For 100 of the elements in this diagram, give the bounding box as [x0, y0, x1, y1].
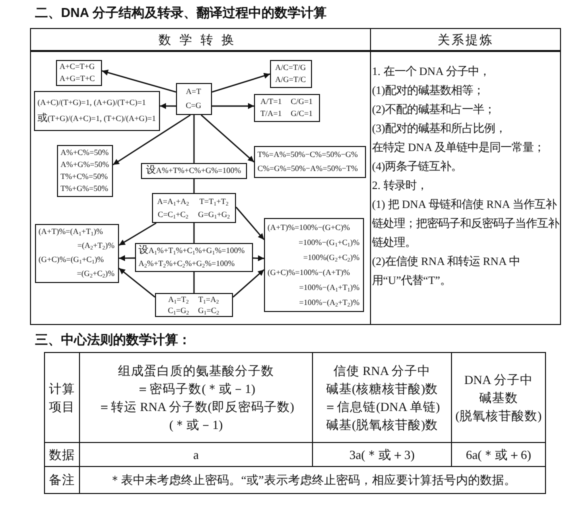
formula-box [152, 192, 236, 222]
formula-text: A+G=T+C [60, 72, 95, 84]
note-text: 1. 在一个 DNA 分子中， [372, 64, 490, 80]
note-text: (2)在信使 RNA 和转运 RNA 中用“U”代替“T”。 [372, 254, 521, 289]
formula-box [264, 218, 364, 312]
formula-text: A=A$_{1}$+A$_{2}$ [157, 196, 189, 208]
formula-box [56, 60, 102, 86]
arrow [252, 255, 264, 262]
cell-text: (脱氧核苷酸数) [455, 408, 542, 424]
formula-text: =(G$_{2}$+C$_{2}$)% [76, 268, 114, 281]
note-text: (2)不配的碱基和占一半； [372, 102, 496, 118]
cell-text: 6a(＊或＋6) [466, 446, 532, 464]
cell-text: ＝信息链(DNA 单链) [324, 398, 440, 416]
formula-text: (G+C)%=(G$_{1}$+C$_{1}$)% [38, 254, 104, 267]
arrow [118, 268, 156, 298]
arrow [102, 70, 176, 93]
formula-text: C=G [186, 100, 202, 112]
cell-text: 备注 [49, 472, 75, 489]
cell-text: 计算项目 [48, 380, 76, 416]
formula-text: T$_{1}$=A$_{2}$ [198, 294, 219, 304]
cell-text: 碱基(脱氧核苷酸)数 [326, 416, 438, 434]
formula-text: T=T$_{1}$+T$_{2}$ [199, 196, 229, 208]
formula-text: A$_{1}$=T$_{2}$ [168, 294, 189, 304]
cell-text: 数据 [49, 446, 75, 464]
formula-text: (A+C)/(T+G)=1, (A+G)/(T+C)=1 [38, 96, 146, 109]
formula-text: =100%−(A$_{2}$+T$_{2}$)% [299, 296, 360, 310]
formula-text: T/A=1 [260, 108, 282, 120]
cell-text: 碱基数 [479, 390, 518, 406]
column-header: 数学转换 [158, 32, 242, 48]
formula-text: (A+T)%=(A$_{1}$+T$_{1}$)% [38, 226, 103, 239]
formula-box [254, 94, 320, 122]
formula-text: C%=G%=50%−A%=50%−T% [258, 162, 358, 174]
connector-line [193, 223, 195, 243]
column-panel [30, 28, 371, 325]
formula-box [154, 292, 232, 316]
formula-text: (G+C)%=100%−(A+T)% [268, 266, 350, 279]
arrow [212, 72, 270, 93]
formula-box [176, 82, 212, 114]
arrow [112, 114, 191, 166]
formula-text: T%=A%=50%−C%=50%−G% [258, 148, 358, 160]
formula-text: 设A$_{1}$%+T$_{1}$%+C$_{1}$%+G$_{1}$%=100% [138, 244, 245, 257]
arrow [118, 222, 157, 246]
formula-text: T%+G%=50% [60, 182, 108, 194]
formula-text: A+C=T+G [60, 60, 95, 72]
formula-text: A/C=T/G [275, 62, 306, 74]
section-heading: 三、中心法则的数学计算： [35, 331, 191, 349]
formula-text: =100%(G$_{2}$+C$_{2}$)% [303, 252, 360, 264]
connector-line [193, 115, 195, 163]
note-text: 在特定 DNA 及单链中是同一常量； [372, 140, 544, 156]
formula-text: A/G=T/C [275, 74, 306, 86]
connector-line [193, 272, 195, 293]
formula-text: =(A$_{2}$+T$_{2}$)% [77, 240, 114, 253]
cell-text: 信使 RNA 分子中 [334, 362, 430, 380]
formula-text: 或(T+G)/(A+C)=1, (T+C)/(A+G)=1 [38, 112, 156, 126]
formula-box [254, 146, 366, 178]
formula-text: A%+C%=50% [60, 146, 109, 158]
note-text: (1) 把 DNA 母链和信使 RNA 当作互补链处理；把密码子和反密码子当作互补链处理。 [372, 197, 560, 251]
formula-text: A/T=1 [260, 96, 282, 108]
arrow [160, 103, 176, 110]
formula-text: A=T [186, 86, 202, 98]
cell-text: ＊表中未考虑终止密码。“或”表示考虑终止密码，相应要计算括号内的数据。 [109, 472, 516, 489]
formula-text: A$_{2}$%+T$_{2}$%+C$_{2}$%+G$_{2}$%=100% [138, 258, 235, 270]
cell-text: ＝转运 RNA 分子数(即反密码子数) [98, 398, 294, 416]
note-text: (1)配对的碱基数相等； [372, 84, 484, 99]
arrow [200, 114, 254, 162]
connector-line [193, 179, 195, 193]
cell-text: 碱基(核糖核苷酸)数 [326, 380, 438, 398]
formula-text: G/C=1 [290, 108, 313, 120]
formula-text: C$_{1}$=G$_{2}$ [168, 304, 189, 316]
arrow [119, 255, 135, 262]
title: 二、DNA 分子结构及转录、翻译过程中的数学计算 [35, 4, 326, 22]
formula-text: =100%−(G$_{1}$+C$_{1}$)% [298, 236, 360, 250]
formula-text: C=C$_{1}$+C$_{2}$ [158, 208, 188, 220]
formula-text: (A+T)%=100%−(G+C)% [268, 222, 350, 234]
formula-box [140, 162, 246, 178]
cell-text: ＝密码子数(＊或－1) [136, 380, 256, 398]
formula-text: G$_{1}$=C$_{2}$ [198, 304, 220, 316]
formula-box [270, 60, 312, 88]
cell-text: DNA 分子中 [464, 372, 533, 388]
formula-box [134, 242, 252, 272]
cell-text: (＊或－1) [169, 416, 223, 434]
formula-box [34, 224, 118, 282]
formula-text: G=G$_{1}$+G$_{2}$ [198, 208, 230, 220]
column-panel [370, 28, 561, 325]
arrow [232, 269, 264, 298]
note-text: (3)配对的碱基和所占比例， [372, 122, 506, 137]
formula-text: C/G=1 [290, 96, 313, 108]
arrow [212, 103, 254, 110]
arrow [236, 206, 264, 240]
cell-text: a [193, 446, 199, 464]
note-text: 2. 转录时， [372, 178, 428, 194]
formula-text: A%+G%=50% [60, 158, 110, 170]
formula-text: T%+C%=50% [60, 170, 108, 182]
formula-box [34, 90, 160, 130]
cell-text: 3a(＊或＋3) [349, 446, 415, 464]
formula-text: =100%−(A$_{1}$+T$_{1}$)% [299, 282, 360, 294]
note-text: (4)两条子链互补。 [372, 159, 462, 175]
column-header: 关系提炼 [438, 32, 494, 48]
formula-text: 设A%+T%+C%+G%=100% [146, 164, 242, 178]
cell-text: 组成蛋白质的氨基酸分子数 [118, 362, 274, 380]
